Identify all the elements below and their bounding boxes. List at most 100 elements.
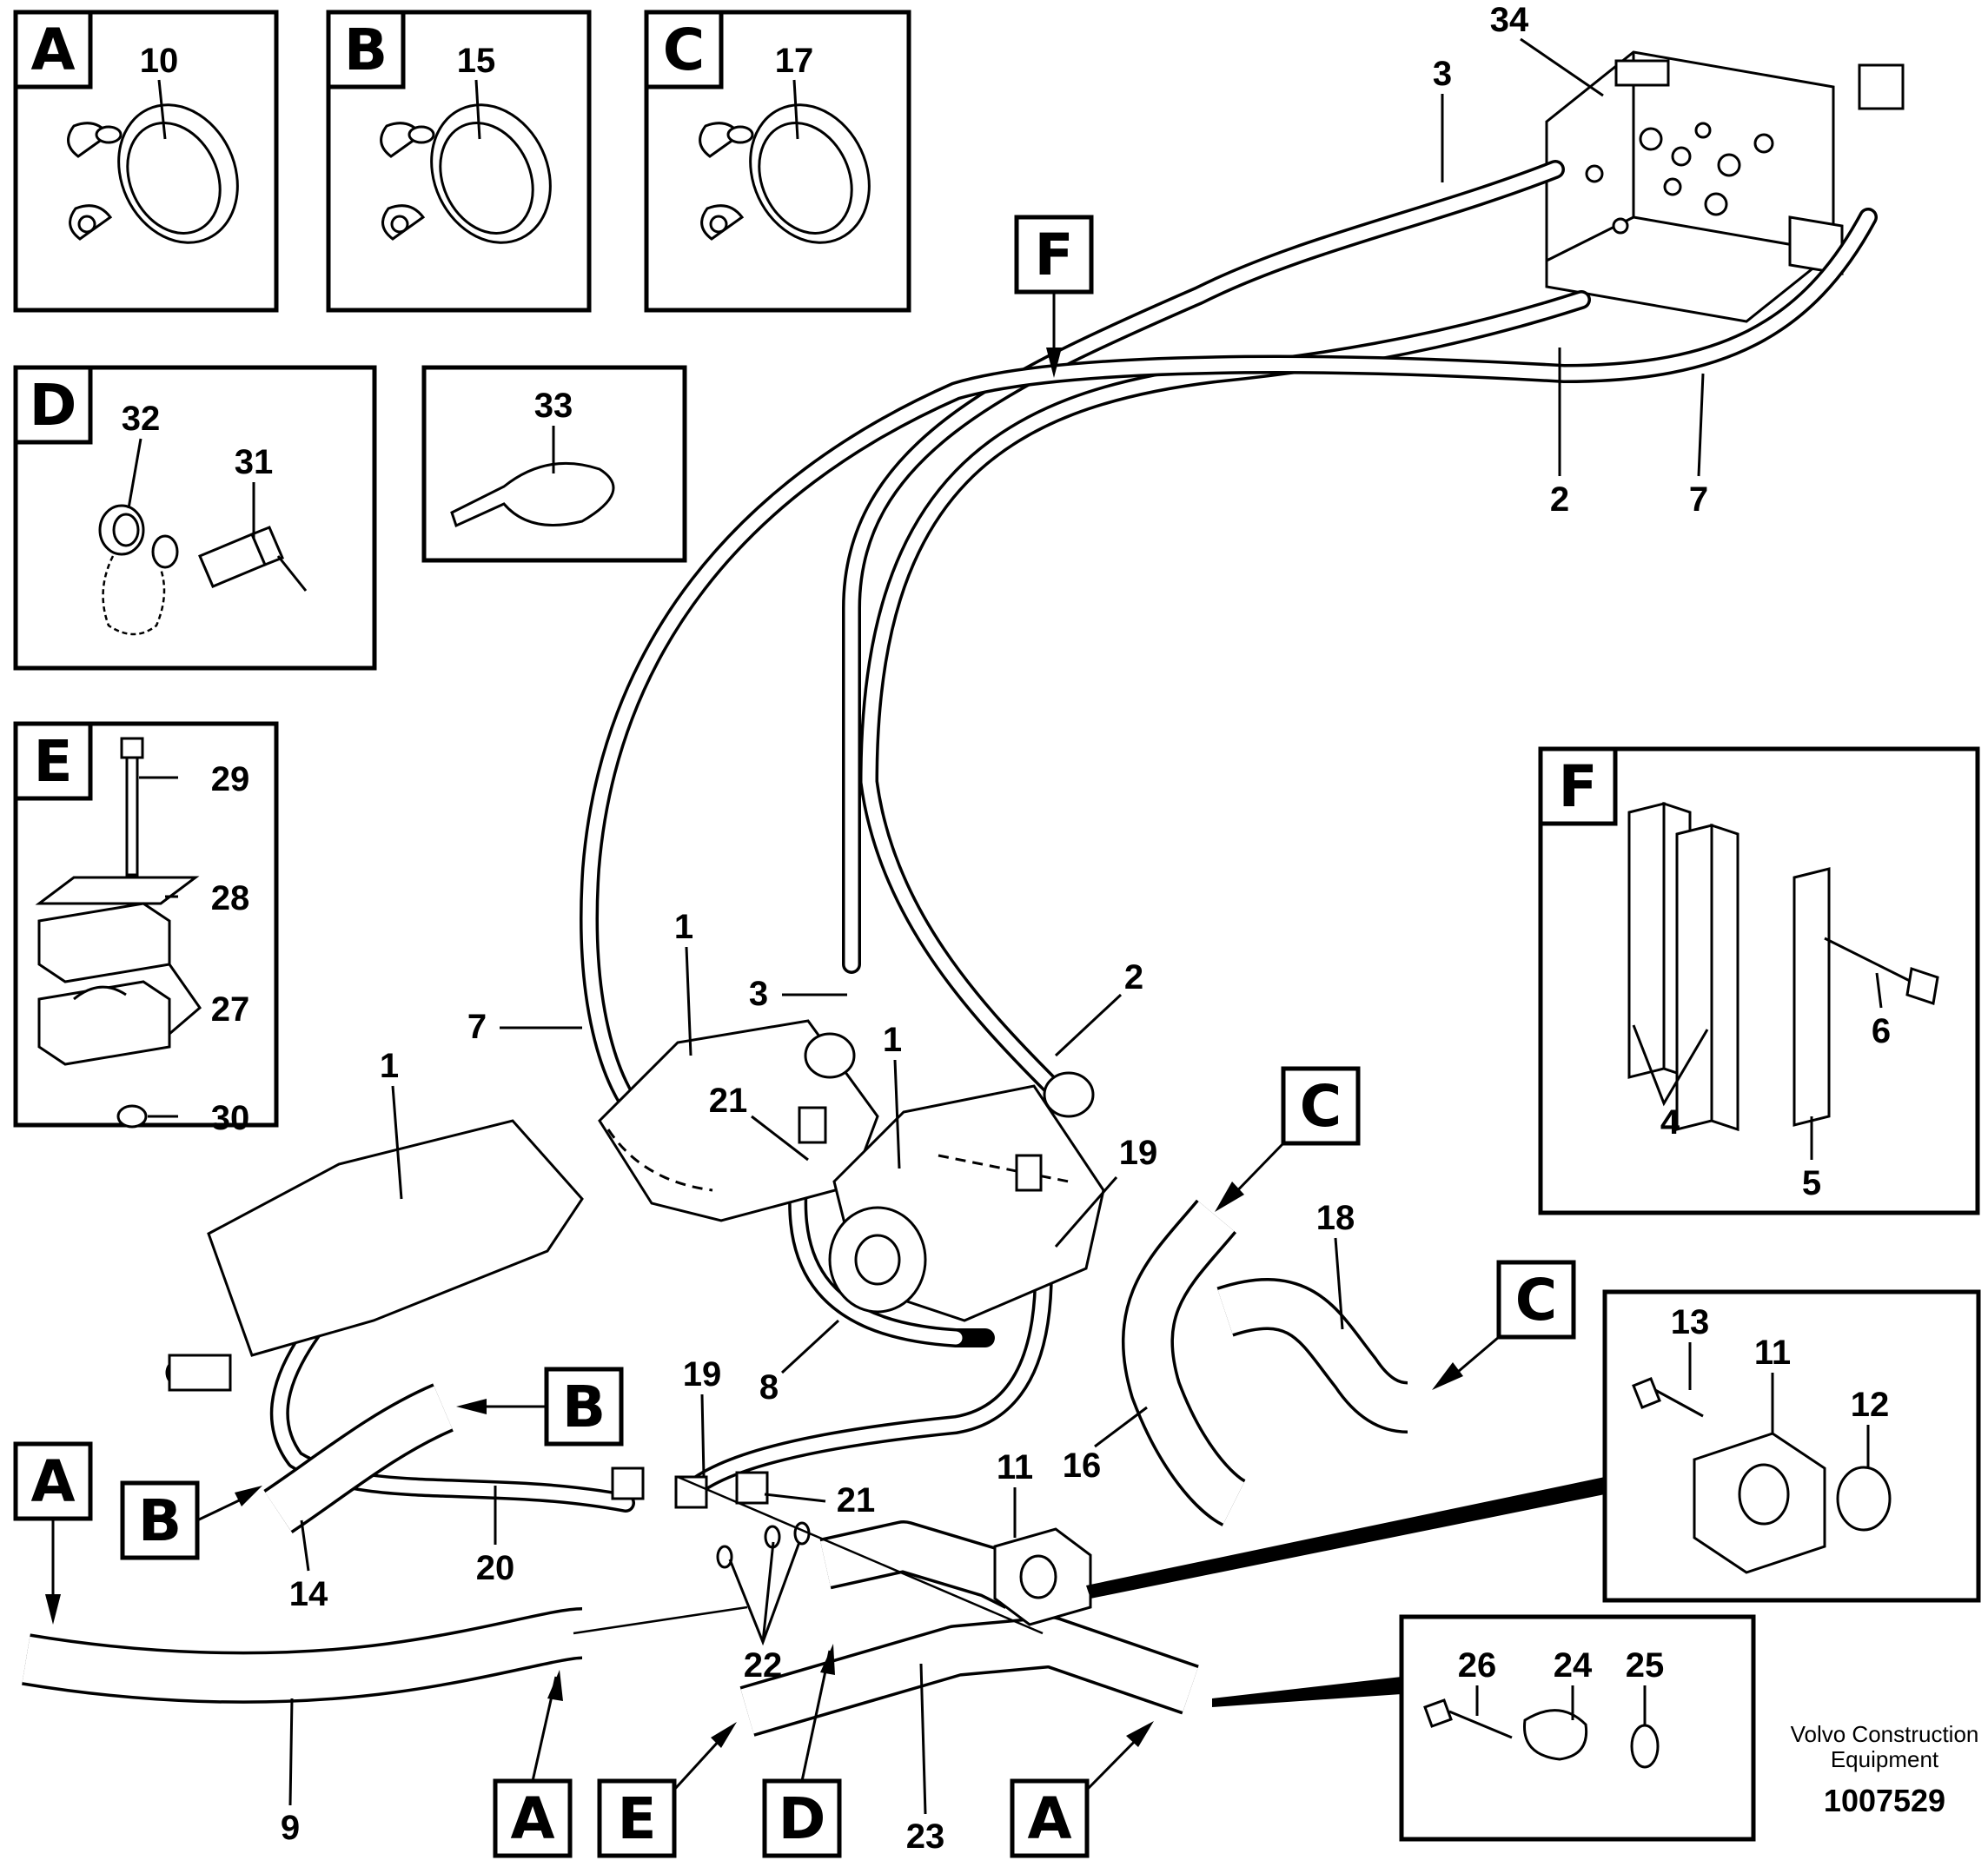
detail-leaders [1086,1477,1605,1707]
control-valve-34-icon [1545,50,1905,323]
main-callouts: 3 2 7 1 1 1 3 2 7 21 19 8 18 16 19 21 11 [281,55,1708,1856]
ref-tag-b-upper: B [562,1374,606,1440]
split-flange-24-icon [1523,1709,1588,1761]
detail-letter-c: C [663,17,705,83]
dust-cap-32-icon [98,504,179,636]
callout-9: 9 [281,1809,300,1847]
callout-10: 10 [140,42,179,80]
callout-21-lower: 21 [837,1481,876,1519]
callout-23: 23 [906,1817,945,1856]
callout-19-upper: 19 [1119,1134,1158,1172]
detail-box-f: F 4 5 6 [1538,746,1980,1215]
mounting-bolt-29-icon [120,737,144,877]
ref-tag-a-center: A [510,1785,554,1852]
detail-box-a: A 10 [13,10,279,313]
callout-18: 18 [1316,1199,1355,1237]
callout-7-mid: 7 [467,1008,487,1046]
detail-box-c: C 17 [644,10,911,313]
callout-30: 30 [211,1099,250,1137]
o-ring-12-icon [1836,1466,1892,1532]
callout-16: 16 [1063,1447,1102,1485]
callout-2-mid: 2 [1124,958,1143,996]
callout-25: 25 [1626,1646,1665,1685]
reference-tags: F C C B B A A E [13,215,1576,1858]
callout-24: 24 [1554,1646,1593,1685]
hose-fittings [611,1032,1095,1509]
callout-29: 29 [211,760,250,798]
callout-32: 32 [122,400,161,438]
detail-box-b: B 15 [326,10,592,313]
callout-12: 12 [1851,1386,1890,1424]
clamp-block-4-icon [1627,801,1740,1132]
callout-2-top: 2 [1550,480,1569,519]
callout-27: 27 [211,990,250,1029]
callout-17: 17 [775,42,814,80]
pipe-23 [739,1616,1199,1737]
callout-22: 22 [744,1646,783,1685]
detail-box-33: 33 [421,365,687,563]
pump-right-1-icon [828,1084,1105,1322]
callout-28: 28 [211,879,250,917]
bolt-6-icon [1824,937,1939,1005]
ref-tag-f: F [1034,222,1073,288]
callout-21-upper: 21 [709,1082,748,1120]
callout-8: 8 [759,1368,779,1407]
callout-20: 20 [476,1549,515,1587]
hose-clamp-10-icon [67,103,239,244]
callout-19-lower: 19 [683,1355,722,1394]
drawing-number: 1007529 [1824,1783,1945,1818]
detail-box-e: E 29 28 27 30 [13,721,279,1137]
hose-14 [263,1383,454,1533]
callout-15: 15 [457,42,496,80]
pipe-11 [819,1520,1092,1626]
cover-plate-28-icon [35,876,200,905]
hose-clamp-17-icon [699,103,871,244]
callout-3-mid: 3 [749,975,768,1013]
o-ring-25-icon [1630,1724,1660,1769]
callout-14: 14 [289,1575,328,1613]
hose-clamp-15-icon [380,103,552,244]
callout-6: 6 [1872,1012,1891,1050]
detail-box-d: D 32 31 [13,365,377,671]
ref-tag-e: E [617,1785,656,1852]
callout-4: 4 [1660,1103,1680,1142]
screw-26-icon [1423,1698,1513,1739]
manufacturer-line-2: Equipment [1831,1746,1939,1772]
ref-tag-b-lower: B [138,1487,182,1554]
footer: Volvo Construction Equipment 1007529 [1791,1721,1979,1818]
detail-box-split-flange: 26 24 25 [1399,1614,1756,1842]
callout-34: 34 [1490,1,1529,39]
callout-3-top: 3 [1433,55,1452,93]
ref-tag-c-lower: C [1515,1267,1557,1334]
ref-tag-a-left: A [30,1448,75,1515]
flange-11-icon [1693,1432,1826,1574]
detail-letter-f: F [1558,753,1597,820]
callout-26: 26 [1458,1646,1497,1685]
detail-box-flange: 13 11 12 [1602,1289,1981,1603]
callout-7-top: 7 [1689,480,1708,519]
ref-tag-c-upper: C [1300,1073,1342,1140]
manufacturer-line-1: Volvo Construction [1791,1721,1979,1747]
cover-plate-5-icon [1793,867,1831,1127]
detail-letter-d: D [30,372,77,439]
ref-tag-d: D [779,1785,826,1852]
cable-tie-33-icon [450,461,615,528]
callout-33: 33 [534,387,573,425]
quick-coupling-nipple-31-icon [198,526,308,592]
callout-11-detail: 11 [1754,1334,1791,1372]
pump-left-1-icon [165,1119,584,1392]
callout-13: 13 [1671,1303,1710,1341]
detail-letter-a: A [30,17,75,83]
suction-hose-18 [1216,1277,1409,1433]
suction-hose-16 [1122,1199,1247,1526]
screw-13-icon [1632,1377,1704,1418]
detail-letter-b: B [344,17,388,83]
callout-31: 31 [235,443,274,481]
callout-5: 5 [1802,1164,1821,1202]
callout-1-right: 1 [883,1021,902,1059]
ref-tag-a-right: A [1027,1785,1071,1852]
clamp-halves-27-icon [37,902,171,1066]
callout-1-center: 1 [674,908,693,946]
